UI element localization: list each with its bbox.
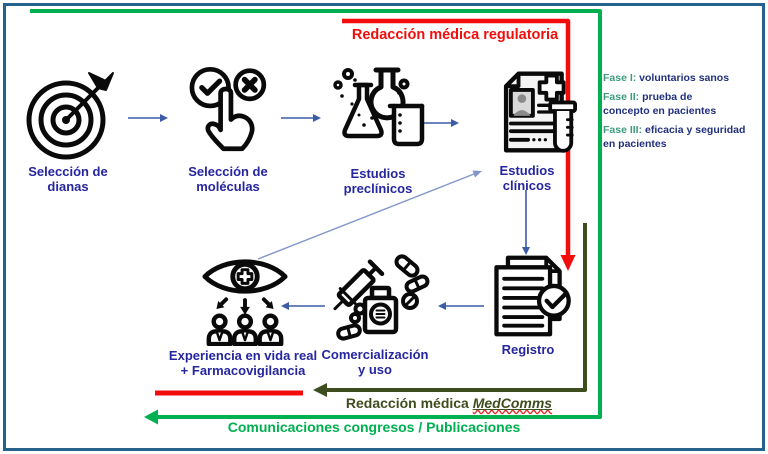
stage-label-estudios-preclinicos: Estudios preclínicos: [343, 166, 413, 197]
clinical-phases-note: Fase I: voluntarios sanos Fase II: prueb…: [603, 72, 745, 157]
documents-approved-icon: [483, 252, 575, 340]
stage-label-experiencia-farmacovigilancia: Experiencia en vida real + Farmacovigila…: [168, 348, 318, 379]
olive-medcomms-arrow: [313, 223, 587, 397]
stage-label-seleccion-dianas: Selección de dianas: [28, 164, 108, 195]
syringe-pills-bottle-icon: [325, 250, 431, 344]
fase-1-note: Fase I: voluntarios sanos: [603, 72, 730, 84]
lab-flasks-icon: [328, 62, 430, 160]
stage-label-registro: Registro: [501, 342, 555, 357]
medcomms-writing-label: Redacción médica MedComms: [338, 395, 560, 411]
red-regulatory-arrow: [155, 18, 576, 396]
eye-surveillance-people-icon: [197, 256, 293, 346]
congress-publications-label: Comunicaciones congresos / Publicaciones: [227, 419, 521, 435]
flow-arrows: [128, 114, 530, 310]
regulatory-writing-label: Redacción médica regulatoria: [351, 27, 559, 43]
slide-border: [3, 3, 765, 451]
fase-2-note: Fase II: prueba de concepto en pacientes: [603, 91, 717, 117]
hand-select-check-icon: [183, 64, 277, 162]
stage-label-estudios-clinicos: Estudios clínicos: [499, 163, 555, 194]
medcomms-word: MedComms: [472, 395, 553, 411]
medcomms-label-prefix: Redacción médica: [345, 395, 473, 411]
target-dart-icon: [22, 64, 122, 162]
realworld-feedback-diagonal-arrow: [257, 170, 482, 260]
green-publications-loop-arrow: [30, 9, 602, 425]
stage-label-comercializacion: Comercialización y uso: [321, 347, 429, 378]
patient-record-icon: [485, 64, 577, 160]
stage-label-seleccion-moleculas: Selección de moléculas: [188, 164, 268, 195]
fase-3-note: Fase III: eficacia y seguridad en pacien…: [603, 124, 746, 150]
